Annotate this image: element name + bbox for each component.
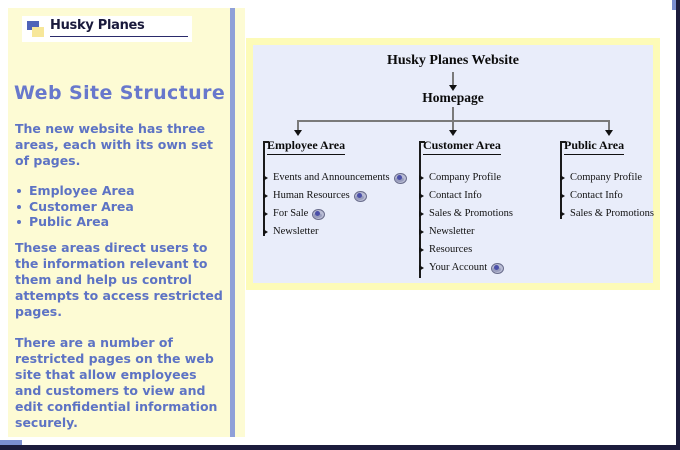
arrowhead-down-home bbox=[449, 85, 457, 91]
item-label: Contact Info bbox=[570, 190, 623, 201]
column-items-customer: Company Profile Contact Info Sales & Pro… bbox=[419, 171, 513, 279]
item-label: For Sale bbox=[273, 208, 309, 219]
secure-page-icon bbox=[353, 190, 367, 202]
brand-logo: Husky Planes bbox=[22, 16, 192, 42]
bullet-arrow-icon bbox=[560, 210, 565, 217]
column-items-public: Company Profile Contact Info Sales & Pro… bbox=[560, 171, 654, 225]
trunk-elbow-public bbox=[560, 141, 566, 143]
sidebar-paragraph-1: The new website has three areas, each wi… bbox=[15, 121, 214, 168]
list-item: Customer Area bbox=[15, 199, 227, 215]
secure-page-icon bbox=[312, 208, 326, 220]
list-item[interactable]: For Sale bbox=[263, 207, 407, 220]
connector-drop-public bbox=[608, 120, 610, 132]
bullet-arrow-icon bbox=[419, 228, 424, 235]
arrowhead-down-customer bbox=[449, 130, 457, 136]
area-bullet-list: Employee Area Customer Area Public Area bbox=[15, 183, 227, 230]
list-item[interactable]: Sales & Promotions bbox=[419, 207, 513, 220]
item-label: Newsletter bbox=[429, 226, 475, 237]
logo-underline bbox=[50, 36, 188, 37]
list-item[interactable]: Contact Info bbox=[560, 189, 654, 202]
arrowhead-down-public bbox=[605, 130, 613, 136]
list-item[interactable]: Newsletter bbox=[263, 225, 407, 238]
sidebar-divider bbox=[230, 8, 235, 437]
item-label: Sales & Promotions bbox=[429, 208, 514, 219]
sidebar-edge-strip bbox=[235, 8, 245, 437]
two-squares-logo-icon bbox=[27, 21, 47, 37]
bullet-arrow-icon bbox=[419, 192, 424, 199]
top-right-accent bbox=[672, 0, 676, 10]
bullet-arrow-icon bbox=[560, 192, 565, 199]
diagram-canvas: Husky Planes Website Homepage Employee A… bbox=[253, 45, 654, 283]
diagram-root-node: Husky Planes Website bbox=[387, 53, 519, 68]
item-label: Company Profile bbox=[429, 172, 502, 183]
column-header-employee: Employee Area bbox=[267, 138, 346, 155]
diagram-homepage-node: Homepage bbox=[422, 90, 484, 105]
item-label: Resources bbox=[429, 244, 473, 255]
bullet-arrow-icon bbox=[263, 192, 268, 199]
list-item: Employee Area bbox=[15, 183, 227, 199]
bullet-arrow-icon bbox=[419, 246, 424, 253]
list-item: Public Area bbox=[15, 214, 227, 230]
list-item[interactable]: Resources bbox=[419, 243, 513, 256]
item-label: Company Profile bbox=[570, 172, 643, 183]
bullet-arrow-icon bbox=[419, 264, 424, 271]
bullet-arrow-icon bbox=[263, 210, 268, 217]
item-label: Sales & Promotions bbox=[570, 208, 655, 219]
item-label: Events and Announcements bbox=[273, 172, 390, 183]
column-header-customer: Customer Area bbox=[423, 138, 501, 155]
sidebar-paragraph-2: These areas direct users to the informat… bbox=[15, 240, 223, 319]
site-structure-diagram: Husky Planes Website Homepage Employee A… bbox=[246, 38, 660, 290]
trunk-employee bbox=[263, 141, 265, 236]
connector-root-home bbox=[452, 72, 454, 87]
list-item[interactable]: Newsletter bbox=[419, 225, 513, 238]
connector-home-bus bbox=[452, 107, 454, 121]
bullet-arrow-icon bbox=[419, 174, 424, 181]
column-header-public: Public Area bbox=[564, 138, 625, 155]
secure-page-icon bbox=[491, 262, 505, 274]
trunk-elbow-customer bbox=[419, 141, 425, 143]
trunk-elbow-employee bbox=[263, 141, 269, 143]
list-item[interactable]: Your Account bbox=[419, 261, 513, 274]
secure-page-icon bbox=[393, 172, 407, 184]
bottom-left-accent bbox=[0, 440, 22, 445]
list-item[interactable]: Sales & Promotions bbox=[560, 207, 654, 220]
item-label: Contact Info bbox=[429, 190, 482, 201]
list-item[interactable]: Events and Announcements bbox=[263, 171, 407, 184]
logo-square-blue bbox=[27, 21, 39, 30]
connector-drop-employee bbox=[297, 120, 299, 132]
column-items-employee: Events and Announcements Human Resources… bbox=[263, 171, 407, 243]
list-item[interactable]: Company Profile bbox=[560, 171, 654, 184]
bullet-arrow-icon bbox=[263, 228, 268, 235]
bullet-arrow-icon bbox=[263, 174, 268, 181]
page-title: Web Site Structure bbox=[14, 82, 226, 104]
brand-name: Husky Planes bbox=[50, 18, 145, 33]
arrowhead-down-employee bbox=[294, 130, 302, 136]
item-label: Human Resources bbox=[273, 190, 350, 201]
bullet-arrow-icon bbox=[560, 174, 565, 181]
connector-drop-customer bbox=[452, 120, 454, 132]
item-label: Newsletter bbox=[273, 226, 319, 237]
list-item[interactable]: Human Resources bbox=[263, 189, 407, 202]
list-item[interactable]: Company Profile bbox=[419, 171, 513, 184]
item-label: Your Account bbox=[429, 262, 488, 273]
list-item[interactable]: Contact Info bbox=[419, 189, 513, 202]
trunk-customer bbox=[419, 141, 421, 278]
logo-square-yellow bbox=[32, 27, 44, 37]
sidebar-paragraph-3: There are a number of restricted pages o… bbox=[15, 335, 218, 430]
bullet-arrow-icon bbox=[419, 210, 424, 217]
sidebar-panel: Husky Planes Web Site Structure The new … bbox=[8, 8, 230, 437]
